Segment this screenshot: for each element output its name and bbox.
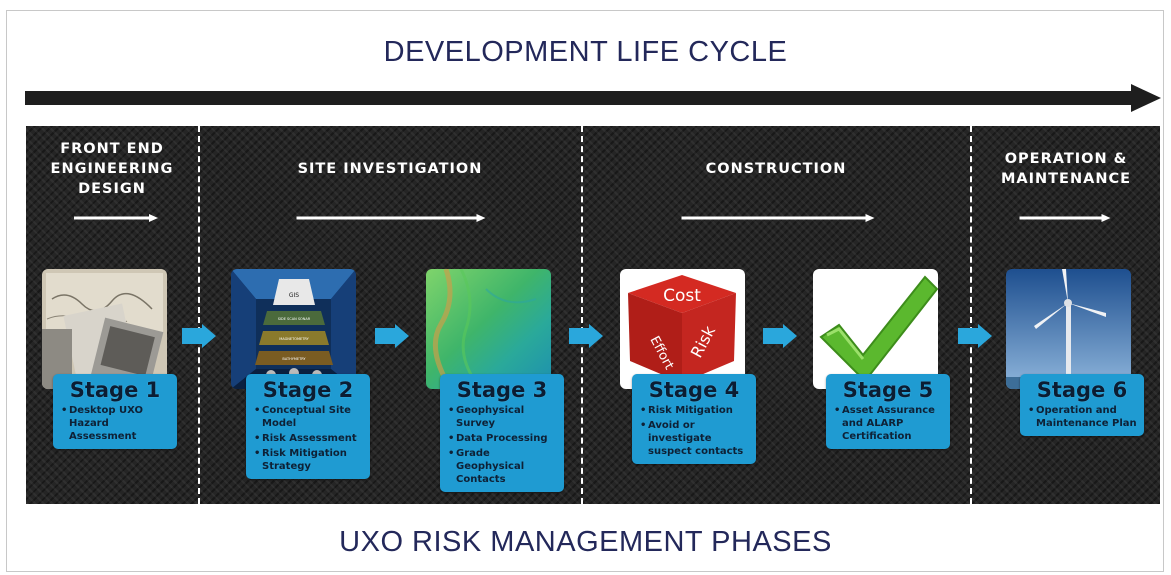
phase-front-end-design: FRONT END ENGINEERING DESIGN <box>50 141 174 197</box>
wind-turbine-image <box>1006 269 1131 389</box>
stage-4-box: Stage 4 Risk Mitigation Avoid or investi… <box>632 374 756 464</box>
svg-text:SIDE SCAN SONAR: SIDE SCAN SONAR <box>278 317 311 321</box>
phase-divider <box>970 126 972 504</box>
phase-divider <box>581 126 583 504</box>
chevron-right-icon <box>763 324 797 348</box>
stage-5-box: Stage 5 Asset Assurance and ALARP Certif… <box>826 374 950 449</box>
phase-operation-maintenance: OPERATION & MAINTENANCE <box>1000 151 1132 187</box>
svg-text:BATHYMETRY: BATHYMETRY <box>282 357 306 361</box>
chevron-right-icon <box>958 324 992 348</box>
svg-text:MAGNETOMETRY: MAGNETOMETRY <box>279 337 309 341</box>
stage-item: Conceptual Site Model <box>254 404 364 430</box>
seabed-bathymetry-image <box>426 269 551 389</box>
stage-item: Geophysical Survey <box>448 404 558 430</box>
diagram-title: DEVELOPMENT LIFE CYCLE <box>383 36 788 68</box>
stage-item: Desktop UXO Hazard Assessment <box>61 404 171 443</box>
phase-arrow <box>1019 214 1111 222</box>
phase-arrow <box>296 214 486 222</box>
stage-title: Stage 5 <box>842 378 934 402</box>
svg-text:GIS: GIS <box>289 292 299 299</box>
diagram-subtitle: UXO RISK MANAGEMENT PHASES <box>339 526 832 558</box>
stage-title: Stage 6 <box>1036 378 1128 402</box>
stage-item: Risk Assessment <box>254 432 364 445</box>
stage-6-box: Stage 6 Operation and Maintenance Plan <box>1020 374 1144 436</box>
phase-site-investigation: SITE INVESTIGATION <box>297 161 483 177</box>
cost-risk-effort-dice-image: Cost Effort Risk <box>620 269 745 389</box>
stage-item: Grade Geophysical Contacts <box>448 447 558 486</box>
stage-title: Stage 4 <box>648 378 740 402</box>
svg-text:Cost: Cost <box>663 286 701 306</box>
stage-3-box: Stage 3 Geophysical Survey Data Processi… <box>440 374 564 492</box>
phase-arrow <box>681 214 875 222</box>
chevron-right-icon <box>182 324 216 348</box>
stage-item: Risk Mitigation Strategy <box>254 447 364 473</box>
green-checkmark-image <box>813 269 938 389</box>
historical-charts-photos-image <box>42 269 167 389</box>
phase-divider <box>198 126 200 504</box>
phase-construction: CONSTRUCTION <box>705 161 847 177</box>
stage-item: Asset Assurance and ALARP Certification <box>834 404 944 443</box>
life-cycle-arrow <box>25 84 1161 112</box>
stage-1-box: Stage 1 Desktop UXO Hazard Assessment <box>53 374 177 449</box>
phase-arrow <box>74 214 158 222</box>
stage-item: Risk Mitigation <box>640 404 750 417</box>
stage-item: Operation and Maintenance Plan <box>1028 404 1138 430</box>
chevron-right-icon <box>375 324 409 348</box>
chevron-right-icon <box>569 324 603 348</box>
stage-title: Stage 3 <box>456 378 548 402</box>
phases-band: FRONT END ENGINEERING DESIGN SITE INVEST… <box>26 126 1160 504</box>
stage-2-box: Stage 2 Conceptual Site Model Risk Asses… <box>246 374 370 479</box>
stage-title: Stage 1 <box>69 378 161 402</box>
stage-item: Data Processing <box>448 432 558 445</box>
stage-item: Avoid or investigate suspect contacts <box>640 419 750 458</box>
stage-title: Stage 2 <box>262 378 354 402</box>
conceptual-site-model-image: GIS SIDE SCAN SONAR MAGNETOMETRY BATHYME… <box>231 269 356 389</box>
